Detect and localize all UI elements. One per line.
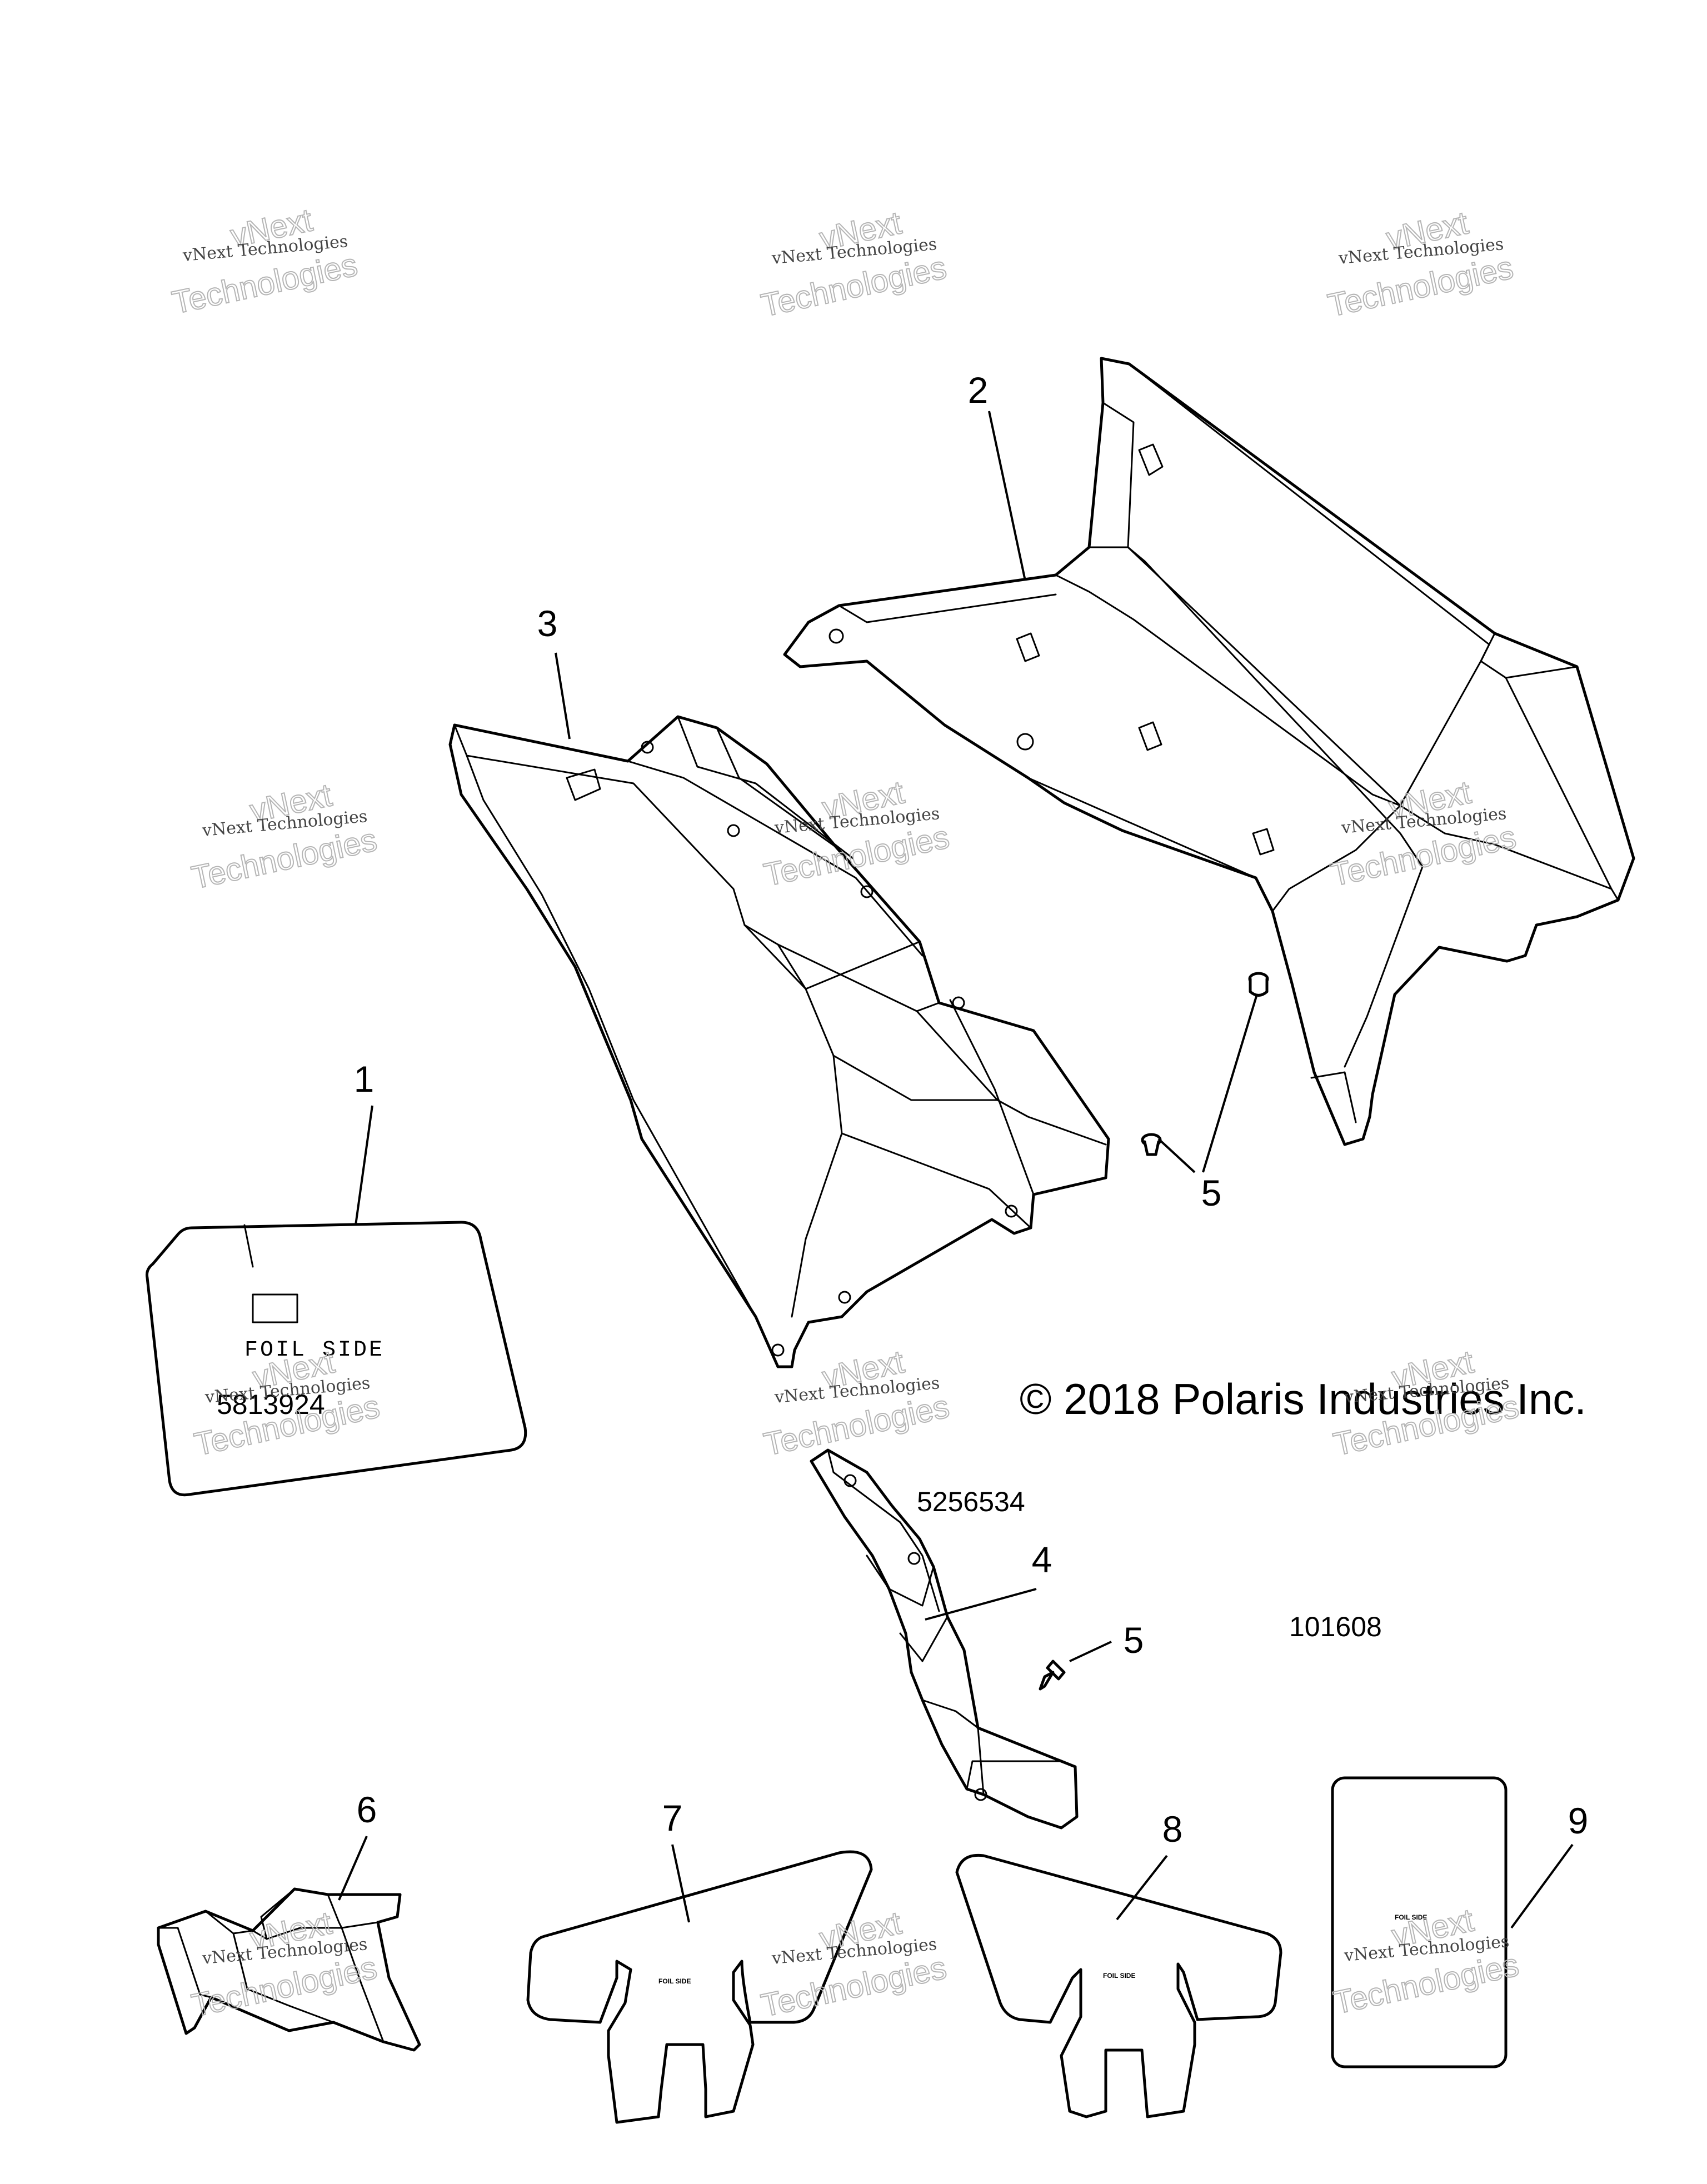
watermark-top-left: vNext Technologies vNext Technologies [168, 201, 361, 321]
watermark-top-right: vNext Technologies vNext Technologies [1324, 204, 1517, 324]
part-number-guard: 5256534 [917, 1486, 1025, 1517]
copyright-notice: © 2018 Polaris Industries Inc. [1020, 1375, 1586, 1423]
callout-8: 8 [1162, 1808, 1183, 1850]
part-1-foil-decal: FOIL SIDE [146, 1221, 527, 1497]
callout-5-upper: 5 [1201, 1172, 1222, 1213]
fastener-clip-middle [1141, 1133, 1162, 1156]
part-9-foil-decal: FOIL SIDE [1331, 1776, 1508, 2068]
part-number-decal: 5813924 [217, 1389, 325, 1420]
callout-9: 9 [1568, 1800, 1589, 1841]
decal-foil-side-label: FOIL SIDE [244, 1338, 385, 1363]
callout-7: 7 [662, 1797, 683, 1838]
part-2-rear-panel [783, 357, 1635, 1146]
part-8-foil-shield-right: FOIL SIDE [955, 1853, 1282, 2118]
watermark-mid-left: vNext Technologies vNext Technologies [188, 776, 381, 896]
fastener-clip-lower [1039, 1660, 1066, 1691]
decal-9-foil-side-label: FOIL SIDE [1395, 1913, 1427, 1921]
leader-lines [338, 411, 1574, 1929]
callout-3: 3 [537, 603, 558, 644]
callout-numbers: 1 2 3 4 5 5 6 7 8 9 [354, 369, 1589, 1850]
part-7-foil-shield-left: FOIL SIDE [526, 1850, 873, 2124]
part-3-fender [448, 715, 1110, 1368]
diagram-number: 101608 [1289, 1611, 1382, 1642]
callout-5-lower: 5 [1124, 1620, 1144, 1661]
watermark-top-center: vNext Technologies vNext Technologies [757, 204, 950, 324]
callout-2: 2 [968, 369, 989, 411]
fastener-clip-upper [1248, 972, 1269, 997]
part-4-guard [810, 1448, 1079, 1830]
fastener-clips [1039, 972, 1269, 1691]
shield-8-foil-side-label: FOIL SIDE [1103, 1972, 1135, 1980]
callout-1: 1 [354, 1058, 375, 1100]
part-6-folded-shield [157, 1887, 421, 2052]
callout-4: 4 [1032, 1539, 1052, 1580]
callout-6: 6 [357, 1789, 377, 1830]
shield-7-foil-side-label: FOIL SIDE [658, 1977, 691, 1985]
